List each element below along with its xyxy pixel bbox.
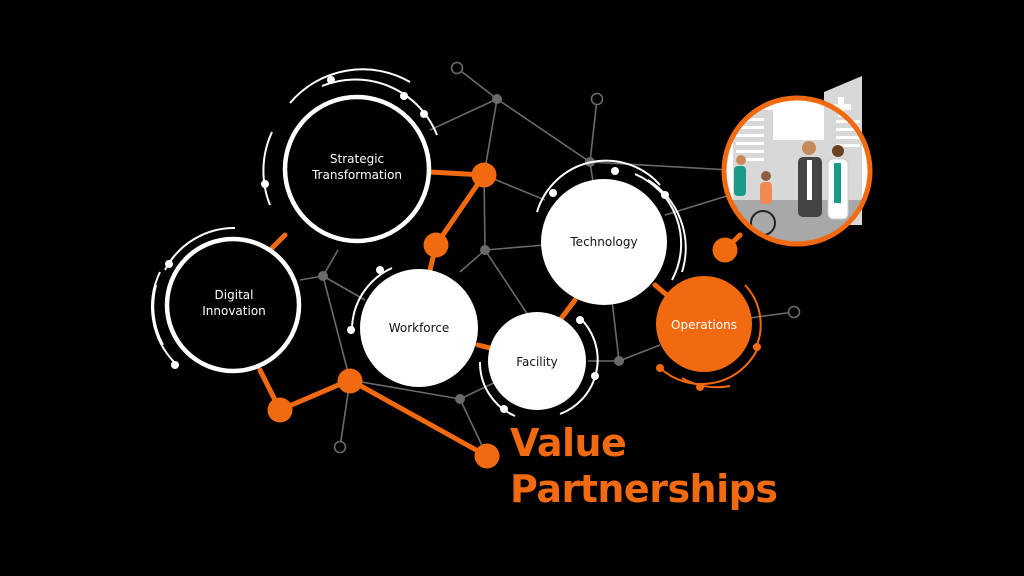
page-title: Value Partnerships — [510, 420, 778, 512]
hollow-end-nodes — [333, 61, 801, 454]
strategic-label-line1: Strategic — [329, 152, 385, 166]
digital-label-line1: Digital — [214, 288, 254, 302]
title-line2: Partnerships — [510, 467, 778, 511]
digital-innovation-node[interactable] — [151, 226, 302, 374]
technology-label[interactable]: Technology — [570, 235, 638, 249]
title-line1: Value — [510, 421, 627, 465]
digital-label-line2: Innovation — [202, 304, 266, 318]
orange-connectors — [257, 169, 743, 459]
strategic-label-line2: Transformation — [311, 168, 403, 182]
workforce-node[interactable] — [347, 266, 478, 387]
operations-label[interactable]: Operations — [671, 318, 737, 332]
strategic-transformation-label[interactable]: Strategic Transformation — [312, 151, 402, 183]
network-nodes — [318, 94, 624, 404]
hospital-people-illustration — [721, 76, 873, 247]
facility-label[interactable]: Facility — [516, 355, 558, 369]
strategic-transformation-node[interactable] — [261, 68, 438, 244]
network-lines — [299, 67, 795, 457]
facility-node[interactable] — [478, 312, 599, 417]
orange-nodes — [267, 162, 738, 469]
operations-node[interactable] — [656, 276, 762, 391]
digital-innovation-label[interactable]: Digital Innovation — [202, 287, 266, 319]
workforce-label[interactable]: Workforce — [388, 321, 450, 335]
technology-node[interactable] — [536, 159, 687, 305]
